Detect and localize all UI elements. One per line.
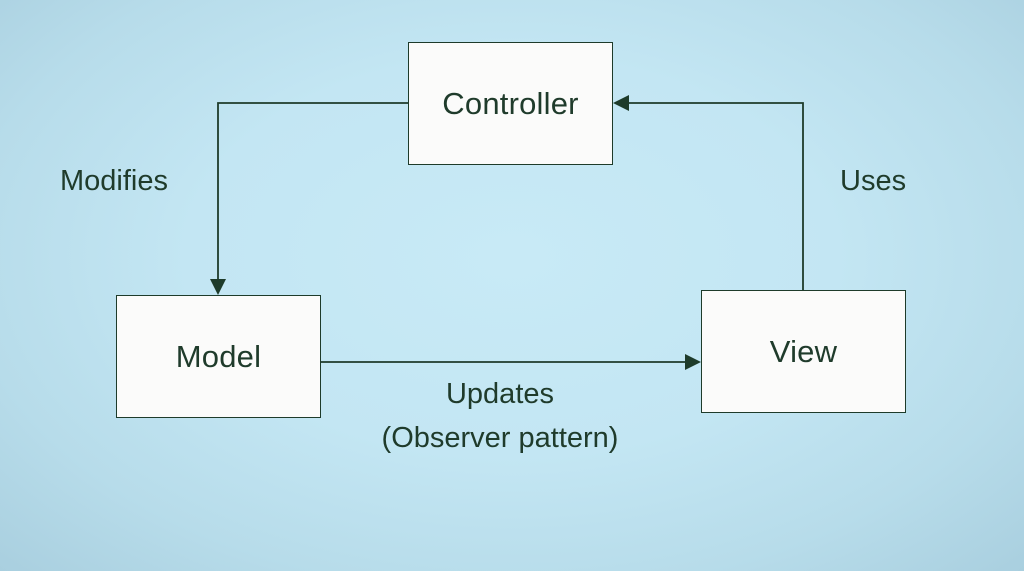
controller-label: Controller (442, 85, 579, 121)
edge-controller-to-model (217, 102, 408, 280)
modifies-label: Modifies (60, 165, 168, 197)
model-label: Model (175, 338, 262, 374)
updates-label-line2: (Observer pattern) (381, 422, 619, 454)
model-node: Model (116, 295, 321, 418)
updates-label-line1: Updates (445, 378, 554, 410)
controller-node: Controller (408, 42, 613, 165)
arrowhead-into-view (685, 354, 701, 370)
edge-view-to-controller (628, 102, 804, 290)
updates-label: Updates (Observer pattern) (340, 372, 660, 460)
arrowhead-into-controller (613, 95, 629, 111)
uses-label: Uses (840, 165, 907, 197)
arrowhead-into-model (210, 279, 226, 295)
view-label: View (769, 333, 838, 369)
view-node: View (701, 290, 906, 413)
